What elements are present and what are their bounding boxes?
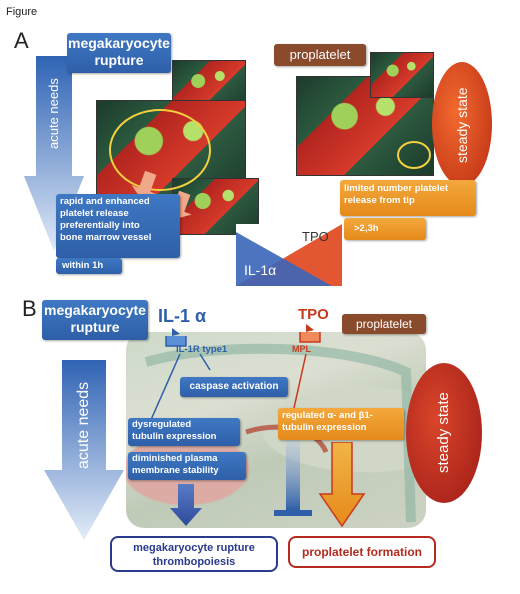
- inhibition-bar: [274, 428, 312, 516]
- tpo-il1-gradient: [236, 224, 342, 286]
- panel-a-letter: A: [14, 28, 29, 53]
- il1-alpha-label: IL-1 α: [158, 306, 207, 326]
- dysregulated-tubulin-box: dysregulated tubulin expression: [128, 418, 240, 446]
- steady-state-label-a: steady state: [454, 87, 470, 163]
- tpo-label-b: TPO: [298, 306, 329, 323]
- tip-highlight-circle: [397, 141, 431, 169]
- steady-state-oval-b: [406, 363, 482, 503]
- highlight-circle-a: [109, 109, 211, 191]
- steady-state-oval-a: [432, 62, 492, 186]
- steady-state-label-b: steady state: [435, 392, 452, 474]
- figure-label: Figure: [6, 6, 38, 18]
- mpl-receptor-icon: [299, 324, 321, 343]
- rupture-down-arrow: [170, 484, 202, 526]
- caspase-activation-box: caspase activation: [180, 377, 288, 397]
- proplatelet-down-arrow: [318, 442, 366, 528]
- megakaryocyte-rupture-title-a: megakaryocyte rupture: [67, 33, 171, 73]
- rapid-release-box: rapid and enhanced platelet release pref…: [56, 194, 180, 258]
- tpo-label-a: TPO: [302, 229, 329, 244]
- proplatelet-title-a: proplatelet: [274, 44, 366, 66]
- megakaryocyte-rupture-outcome: megakaryocyte rupture thrombopoiesis: [110, 536, 278, 572]
- panel-b-letter: B: [22, 296, 37, 321]
- megakaryocyte-rupture-title-b: megakaryocyte rupture: [42, 300, 148, 340]
- time-2-3h-box: >2,3h: [344, 218, 426, 240]
- acute-needs-label-b: acute needs: [75, 381, 92, 469]
- proplatelet-formation-outcome: proplatelet formation: [288, 536, 436, 568]
- il1-receptor-icon: [165, 328, 187, 347]
- within-1h-box: within 1h: [56, 258, 122, 274]
- il1-signal-lines: [149, 353, 211, 423]
- il1-label-a: IL-1α: [244, 262, 277, 278]
- acute-needs-arrow-b: [44, 360, 124, 540]
- acute-needs-label-a: acute needs: [46, 78, 61, 150]
- diminished-membrane-box: diminished plasma membrane stability: [128, 452, 246, 480]
- limited-release-box: limited number platelet release from tip: [340, 180, 476, 216]
- proplatelet-micrograph-small: [370, 52, 434, 98]
- il1r-type1-label: IL-1R type1: [176, 344, 228, 355]
- proplatelet-title-b: proplatelet: [342, 314, 426, 334]
- regulated-tubulin-box: regulated α- and β1- tubulin expression: [278, 408, 404, 440]
- mpl-label: MPL: [292, 344, 311, 354]
- tpo-signal-line: [293, 353, 307, 409]
